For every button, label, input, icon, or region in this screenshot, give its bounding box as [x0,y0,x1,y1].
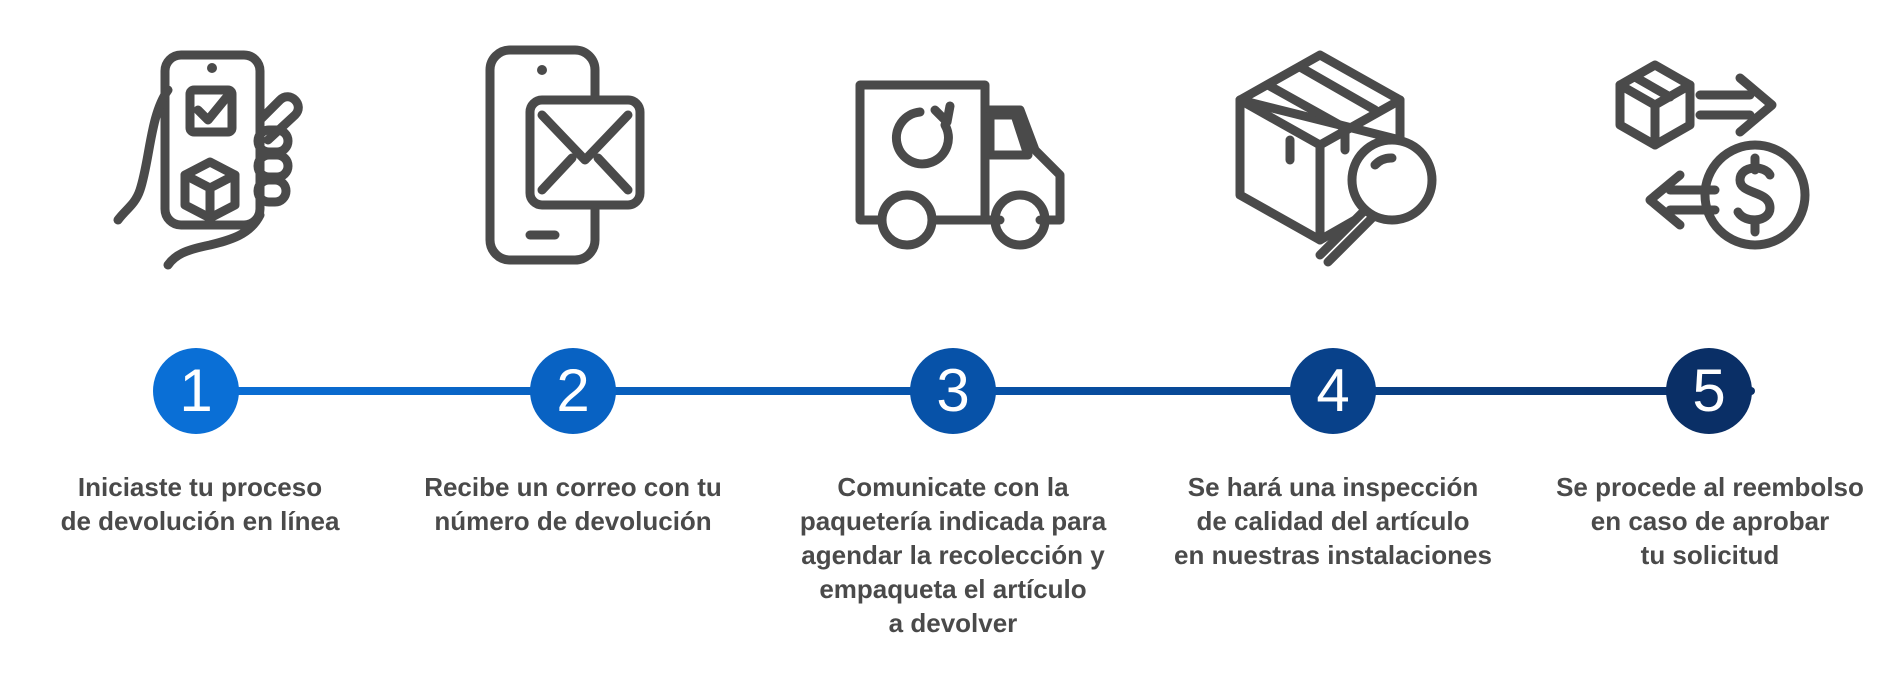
box-refund-icon [1600,40,1840,270]
box-magnifier-icon [1220,40,1460,270]
step-2-caption: Recibe un correo con tu número de devolu… [424,472,722,536]
step-5-badge: 5 [1666,348,1752,434]
step-3-badge: 3 [910,348,996,434]
phone-checklist-icon [90,40,330,270]
step-4-caption: Se hará una inspección de calidad del ar… [1174,472,1492,570]
step-1-badge: 1 [153,348,239,434]
step-3-caption: Comunicate con la paquetería indicada pa… [799,472,1107,638]
step-2-badge: 2 [530,348,616,434]
step-1-caption: Iniciaste tu proceso de devolución en lí… [60,472,340,536]
phone-mail-icon [450,40,690,270]
delivery-truck-icon [840,40,1080,270]
step-5-caption: Se procede al reembolso en caso de aprob… [1556,472,1864,570]
step-4-badge: 4 [1290,348,1376,434]
